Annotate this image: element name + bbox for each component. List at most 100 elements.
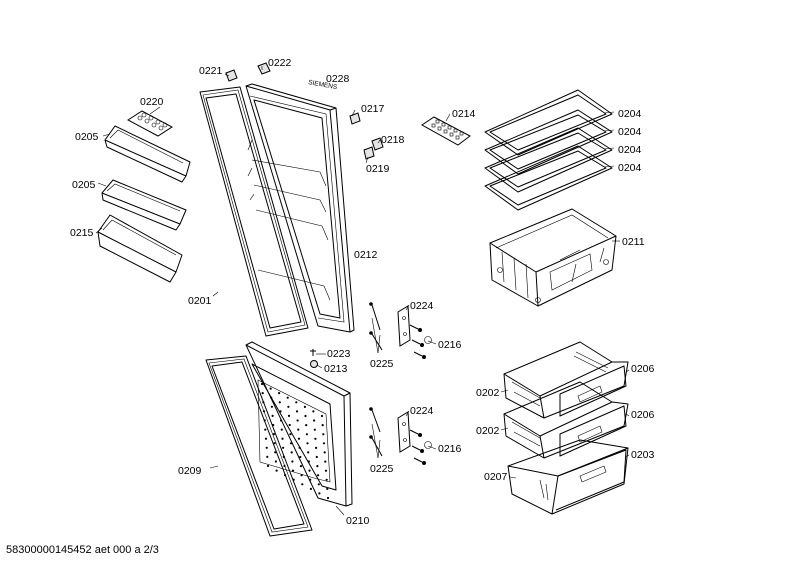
liner-dot [299, 465, 303, 468]
liner-dot [264, 437, 268, 440]
hinge-assembly-lower [369, 407, 432, 465]
liner-dot [298, 446, 301, 449]
label-0205-lower: 0205 [72, 179, 96, 191]
liner-dot [321, 424, 324, 427]
liner-dot [326, 496, 330, 500]
door-shelf-0215 [97, 214, 183, 283]
liner-dot [296, 419, 299, 422]
liner-dot [291, 469, 295, 472]
liner-dot [325, 478, 328, 481]
label-0201: 0201 [188, 295, 212, 307]
label-0212: 0212 [354, 249, 378, 261]
liner-dot [299, 455, 302, 459]
label-0204-c: 0204 [618, 144, 642, 156]
liner-dot [287, 414, 291, 417]
liner-dot [300, 474, 303, 477]
label-0213: 0213 [324, 363, 348, 375]
label-0206-upper: 0206 [631, 363, 655, 375]
liner-dot [323, 451, 326, 454]
liner-dot [272, 433, 275, 436]
hinge-cover-0221 [225, 69, 238, 82]
liner-dot [260, 382, 264, 386]
part-0219 [363, 146, 375, 160]
liner-dot [297, 428, 300, 431]
egg-tray-0220 [127, 110, 173, 137]
liner-dot [322, 433, 325, 436]
liner-dot [283, 464, 286, 468]
liner-dot [281, 437, 284, 440]
liner-dot [287, 405, 290, 408]
liner-dot [295, 401, 298, 404]
label-0202-upper: 0202 [476, 387, 500, 399]
label-0217: 0217 [361, 103, 385, 115]
liner-dot [282, 446, 285, 449]
label-0218: 0218 [381, 134, 405, 146]
liner-dot [306, 442, 309, 445]
liner-dot [317, 483, 320, 486]
liner-dot [261, 392, 264, 395]
liner-dot [305, 424, 308, 427]
liner-dot [295, 410, 299, 413]
liner-dot [322, 442, 326, 445]
label-0224-lower: 0224 [410, 405, 434, 417]
liner-dot [278, 401, 281, 404]
liner-dot [308, 469, 311, 472]
hinge-cover-0222 [257, 62, 271, 75]
liner-dot [304, 414, 307, 418]
label-0211: 0211 [622, 236, 645, 248]
part-labels: 0221 0222 0228 0220 0217 0214 0218 0219 … [70, 57, 655, 527]
upper-door-gasket-0201 [199, 86, 309, 337]
liner-dot [265, 446, 268, 449]
liner-dot [280, 419, 283, 422]
liner-dot [269, 387, 272, 390]
liner-dot [266, 455, 269, 458]
label-0214: 0214 [452, 108, 476, 120]
label-0223: 0223 [327, 348, 351, 360]
screws-0225-lower [369, 407, 383, 457]
upper-door-0212 [245, 83, 355, 333]
liner-dot [297, 437, 301, 440]
label-0222: 0222 [268, 57, 292, 69]
label-0204-b: 0204 [618, 126, 642, 138]
label-0203: 0203 [631, 449, 655, 461]
liner-dot [315, 446, 318, 449]
liner-dot [278, 392, 281, 395]
label-0206-lower: 0206 [631, 409, 655, 421]
liner-dot [303, 405, 306, 408]
liner-dot [313, 419, 316, 422]
label-0207: 0207 [484, 471, 508, 483]
label-0225-upper: 0225 [370, 358, 394, 370]
screw-0216-upper [409, 324, 432, 359]
part-0217 [349, 112, 361, 125]
liner-dot [312, 410, 315, 413]
lower-door-0210 [245, 341, 353, 507]
liner-dot [286, 396, 289, 399]
liner-dot [279, 410, 282, 413]
label-0209: 0209 [178, 465, 202, 477]
liner-dot [275, 469, 278, 472]
liner-dot [289, 442, 293, 445]
hinge-assembly-upper [369, 302, 432, 359]
ice-tray-0214 [421, 116, 471, 146]
liner-dot [274, 451, 277, 454]
liner-dot [309, 487, 312, 490]
label-0219: 0219 [366, 163, 390, 175]
document-footer-code: 58300000145452 aet 000 a 2/3 [6, 544, 159, 556]
label-0225-lower: 0225 [370, 463, 394, 475]
label-0216-upper: 0216 [438, 339, 462, 351]
liner-dot [289, 433, 292, 436]
liner-dot [271, 414, 274, 417]
liner-dot [272, 423, 275, 427]
liner-dot [316, 465, 319, 468]
screws-0225-upper [369, 302, 383, 351]
liner-dot [324, 469, 328, 472]
label-0204-a: 0204 [618, 108, 642, 120]
glass-shelves-0204 [484, 89, 613, 211]
lower-liner-dot-pattern [260, 382, 330, 500]
liner-dot [317, 474, 320, 477]
liner-dot [263, 419, 266, 422]
liner-dot [284, 474, 287, 477]
lower-door-gasket-0209 [205, 355, 313, 537]
leader-lines [95, 66, 630, 516]
